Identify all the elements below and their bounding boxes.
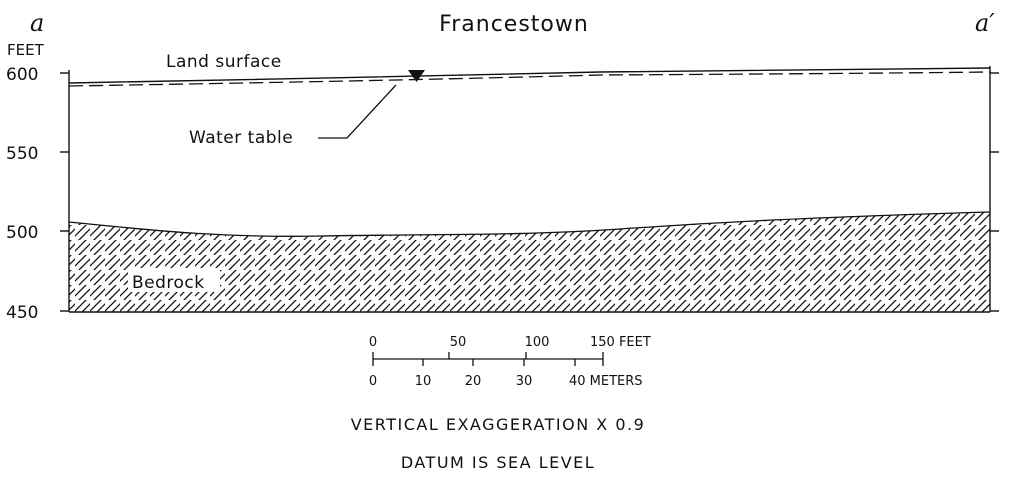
y-axis-unit: FEET [7, 41, 45, 59]
y-tick-label: 450 [6, 303, 38, 323]
bedrock-region [69, 212, 990, 312]
scale-meter-label: 0 [369, 374, 377, 389]
land-surface-line [68, 67, 991, 84]
land-surface-label: Land surface [166, 52, 282, 72]
scale-feet-label: 150 FEET [590, 335, 651, 350]
y-tick-label: 500 [6, 223, 38, 243]
scale-bar [372, 352, 604, 366]
y-tick-label: 600 [6, 65, 38, 85]
scale-feet-label: 50 [450, 335, 467, 350]
scale-feet-label: 0 [369, 335, 377, 350]
bedrock-surface-line [68, 211, 991, 237]
scale-meter-label: 10 [415, 374, 432, 389]
bedrock-label: Bedrock [132, 273, 205, 293]
scale-feet-label: 100 [525, 335, 550, 350]
y-tick-label: 550 [6, 144, 38, 164]
water-table-symbol [408, 70, 425, 82]
water-table-label: Water table [189, 128, 293, 148]
section-title: Francestown [439, 12, 589, 37]
bedrock-label-background [128, 268, 220, 292]
datum-note: DATUM IS SEA LEVEL [401, 453, 595, 472]
water-table-leader [318, 84, 397, 139]
right-ticks [990, 72, 999, 312]
section-end-label-left: a [30, 9, 44, 37]
water-table-line [68, 71, 991, 87]
vertical-exaggeration-note: VERTICAL EXAGGERATION X 0.9 [351, 415, 646, 434]
scale-meter-label: 20 [465, 374, 482, 389]
left-ticks [60, 72, 69, 312]
scale-meter-label: 30 [516, 374, 533, 389]
scale-meter-label: 40 METERS [569, 374, 643, 389]
section-end-label-right: a′ [975, 9, 995, 37]
